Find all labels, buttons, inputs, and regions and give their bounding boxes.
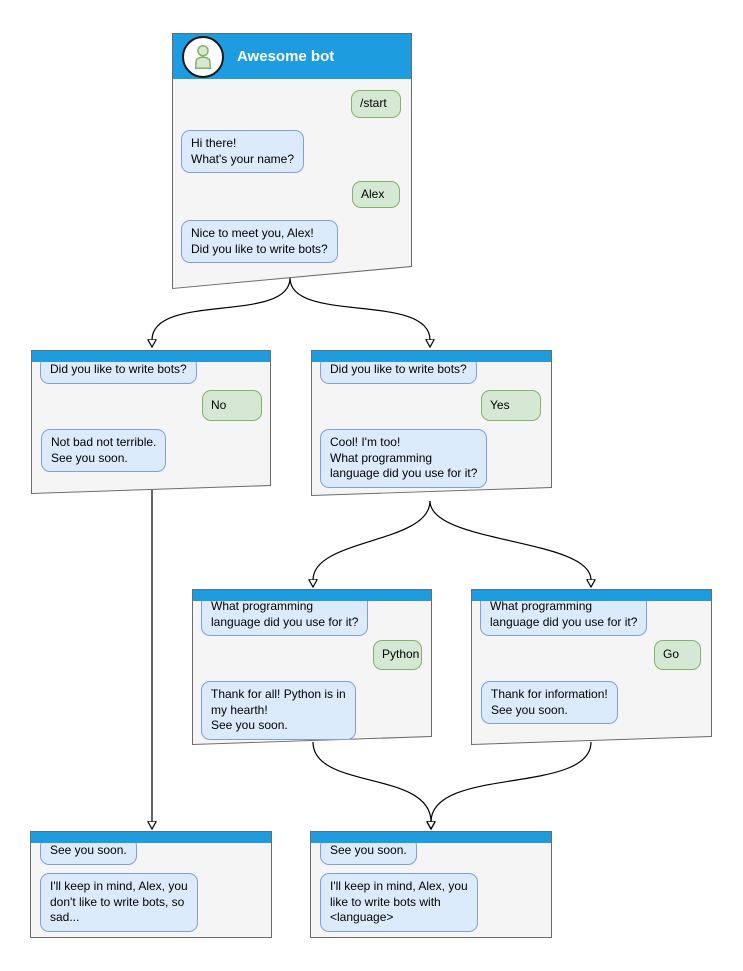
arrow-go-to-bye[interactable] xyxy=(431,741,592,822)
chat-window-main[interactable]: Awesome bot /start Hi there! What's your… xyxy=(172,33,412,289)
chat-window-bye-yes[interactable]: See you soon. I'll keep in mind, Alex, y… xyxy=(310,831,552,938)
window-title: Awesome bot xyxy=(237,48,335,65)
bot-message-bubble[interactable]: I'll keep in mind, Alex, you like to wri… xyxy=(320,873,478,932)
user-avatar-icon xyxy=(182,35,224,78)
window-titlebar xyxy=(312,351,551,362)
bot-message-bubble[interactable]: Cool! I'm too! What programming language… xyxy=(320,429,488,488)
bot-message-bubble[interactable]: Thank for all! Python is in my hearth! S… xyxy=(201,681,356,740)
arrow-python-to-bye[interactable] xyxy=(312,741,431,822)
bot-message-bubble[interactable]: Not bad not terrible. See you soon. xyxy=(41,429,167,472)
window-titlebar xyxy=(31,832,271,843)
chat-window-no[interactable]: Did you like to write bots? No Not bad n… xyxy=(31,350,271,494)
chat-window-go[interactable]: What programming language did you use fo… xyxy=(471,589,712,745)
chat-window-bye-no[interactable]: See you soon. I'll keep in mind, Alex, y… xyxy=(30,831,272,938)
arrow-main-to-yes[interactable] xyxy=(289,277,430,340)
bot-message-bubble[interactable]: Nice to meet you, Alex! Did you like to … xyxy=(181,220,338,263)
window-titlebar xyxy=(472,590,711,601)
window-titlebar xyxy=(32,351,270,362)
arrow-yes-to-python[interactable] xyxy=(313,500,431,580)
user-message-bubble[interactable]: /start xyxy=(351,90,401,118)
bot-message-bubble[interactable]: Thank for information! See you soon. xyxy=(481,681,618,724)
bot-message-bubble[interactable]: Hi there! What's your name? xyxy=(181,130,305,173)
user-message-bubble[interactable]: Alex xyxy=(352,181,400,208)
user-message-bubble[interactable]: Python xyxy=(373,640,422,670)
arrow-main-to-no[interactable] xyxy=(152,277,291,340)
arrow-yes-to-go[interactable] xyxy=(429,500,591,580)
user-message-bubble[interactable]: Go xyxy=(654,640,701,670)
bot-message-bubble[interactable]: I'll keep in mind, Alex, you don't like … xyxy=(40,873,198,932)
user-message-bubble[interactable]: No xyxy=(202,390,262,421)
window-titlebar xyxy=(193,590,431,601)
chat-window-python[interactable]: What programming language did you use fo… xyxy=(192,589,432,745)
user-message-bubble[interactable]: Yes xyxy=(481,390,541,421)
window-titlebar: Awesome bot xyxy=(173,34,411,79)
window-titlebar xyxy=(311,832,551,843)
chat-window-yes[interactable]: Did you like to write bots? Yes Cool! I'… xyxy=(311,350,552,496)
